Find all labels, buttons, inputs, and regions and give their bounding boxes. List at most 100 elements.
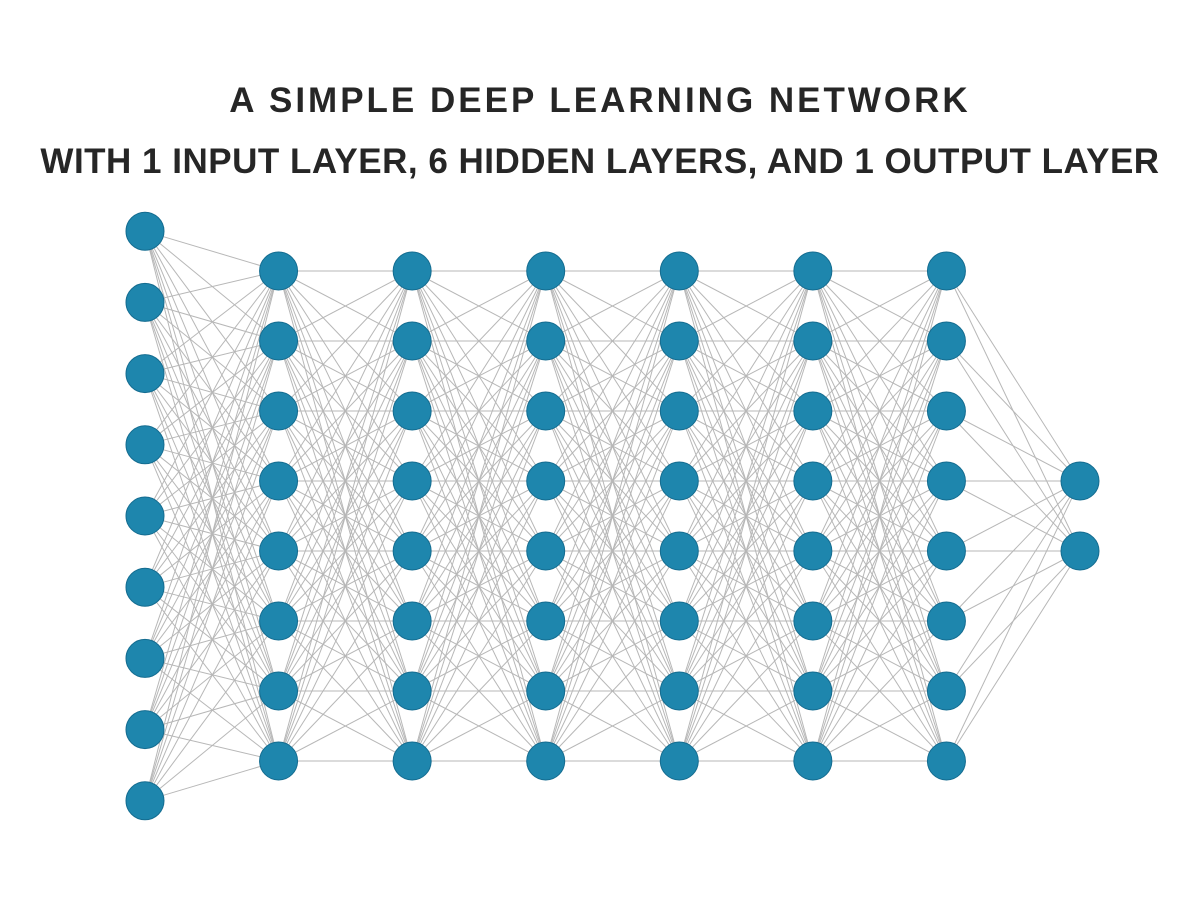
connection-edge xyxy=(278,270,413,552)
connection-edge xyxy=(812,620,947,762)
neuron-node xyxy=(125,354,165,394)
neuron-node xyxy=(526,461,566,501)
connection-edge xyxy=(812,340,947,762)
connection-edge xyxy=(144,760,279,802)
connection-edge xyxy=(144,230,279,412)
neuron-node xyxy=(392,601,432,641)
connection-edge xyxy=(411,480,547,762)
neuron-node xyxy=(793,531,833,571)
connection-edge xyxy=(679,270,814,342)
neuron-node xyxy=(125,496,165,536)
neuron-node xyxy=(125,710,165,750)
connection-edge xyxy=(411,550,547,762)
connection-edge xyxy=(411,270,547,622)
connection-edge xyxy=(278,410,413,762)
connection-edge xyxy=(411,270,546,342)
neuron-node xyxy=(926,251,966,291)
neuron-node xyxy=(926,461,966,501)
neuron-node xyxy=(526,671,566,711)
neuron-node xyxy=(259,391,299,431)
neuron-node xyxy=(793,671,833,711)
neuron-node xyxy=(526,741,566,781)
neuron-node xyxy=(793,251,833,291)
neuron-node xyxy=(259,321,299,361)
connection-edge xyxy=(411,270,547,692)
neuron-node xyxy=(793,601,833,641)
connection-edge xyxy=(144,340,280,801)
neuron-node xyxy=(926,531,966,571)
neuron-node xyxy=(1060,461,1100,501)
neuron-node xyxy=(659,671,699,711)
connection-edge xyxy=(144,270,280,801)
hidden-layer-4 xyxy=(659,251,699,781)
connection-edge xyxy=(678,270,814,762)
neuron-node xyxy=(392,531,432,571)
neuron-node xyxy=(659,531,699,571)
neuron-node xyxy=(793,391,833,431)
connection-edge xyxy=(144,690,279,802)
hidden-layer-1 xyxy=(259,251,299,781)
connection-edges xyxy=(144,230,1081,802)
connection-edge xyxy=(812,270,947,762)
connection-edge xyxy=(812,690,947,762)
connection-edge xyxy=(812,270,947,412)
connection-edge xyxy=(278,270,413,482)
connection-edge xyxy=(812,480,947,762)
connection-edge xyxy=(411,270,547,552)
connection-edge xyxy=(144,270,279,446)
connection-edge xyxy=(545,270,680,692)
input-layer xyxy=(125,211,165,821)
connection-edge xyxy=(411,410,547,762)
connection-edge xyxy=(946,410,1081,482)
neuron-node xyxy=(926,391,966,431)
neuron-node xyxy=(125,781,165,821)
connection-edge xyxy=(946,550,1081,762)
connection-edge xyxy=(545,270,680,552)
connection-edge xyxy=(278,340,413,762)
neuron-node xyxy=(659,741,699,781)
hidden-layer-6 xyxy=(926,251,966,781)
connection-edge xyxy=(278,550,413,762)
neuron-node xyxy=(392,321,432,361)
connection-edge xyxy=(812,270,947,342)
neuron-node xyxy=(926,741,966,781)
diagram-title-line2: WITH 1 INPUT LAYER, 6 HIDDEN LAYERS, AND… xyxy=(40,142,1160,181)
connection-edge xyxy=(678,270,814,692)
connection-edge xyxy=(678,480,814,762)
connection-edge xyxy=(545,690,680,762)
hidden-layer-2 xyxy=(392,251,432,781)
connection-edge xyxy=(411,270,547,412)
neuron-node xyxy=(526,251,566,291)
neuron-node xyxy=(259,251,299,291)
connection-edge xyxy=(411,340,547,762)
output-layer xyxy=(1060,461,1100,571)
connection-edge xyxy=(545,480,680,762)
connection-edge xyxy=(678,270,814,622)
connection-edge xyxy=(678,620,814,762)
connection-edge xyxy=(678,270,814,482)
neuron-node xyxy=(793,461,833,501)
connection-edge xyxy=(545,270,680,622)
connection-edge xyxy=(144,270,280,730)
neuron-node xyxy=(125,567,165,607)
connection-edge xyxy=(812,270,947,692)
neuron-node xyxy=(659,461,699,501)
connection-edge xyxy=(545,550,680,762)
connection-edge xyxy=(278,270,413,622)
hidden-layer-5 xyxy=(793,251,833,781)
neuron-node xyxy=(392,391,432,431)
connection-edge xyxy=(946,340,1081,482)
connection-edge xyxy=(946,480,1081,552)
neuron-node xyxy=(793,741,833,781)
connection-edge xyxy=(812,550,947,762)
connection-edge xyxy=(144,444,279,622)
neuron-node xyxy=(125,282,165,322)
connection-edge xyxy=(679,690,814,762)
neuron-node xyxy=(526,391,566,431)
neuron-node xyxy=(259,671,299,711)
connection-edge xyxy=(946,270,1081,482)
connection-edge xyxy=(545,620,680,762)
connection-edge xyxy=(144,270,279,303)
